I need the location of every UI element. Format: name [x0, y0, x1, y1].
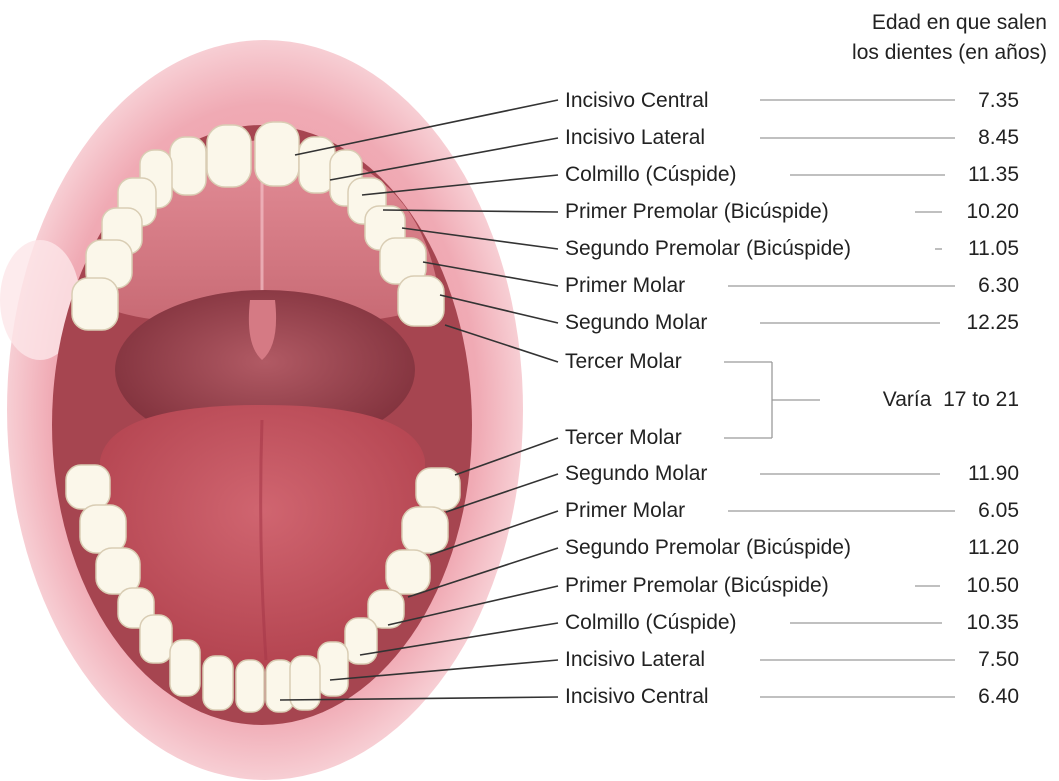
tooth-label: Segundo Molar: [565, 311, 707, 335]
eruption-age: 6.40: [978, 685, 1019, 709]
header-line-2: los dientes (en años): [852, 38, 1047, 68]
eruption-age: 6.05: [978, 499, 1019, 523]
upper-tooth: [72, 278, 118, 330]
eruption-age: 11.05: [968, 237, 1019, 261]
tooth-label: Tercer Molar: [565, 426, 682, 450]
lower-tooth: [318, 642, 348, 696]
eruption-age: 11.35: [968, 163, 1019, 187]
header-line-1: Edad en que salen: [852, 8, 1047, 38]
tooth-label: Incisivo Lateral: [565, 126, 705, 150]
upper-tooth: [255, 122, 299, 186]
lower-tooth: [386, 550, 430, 594]
lower-tooth: [236, 660, 264, 712]
tooth-label: Segundo Molar: [565, 462, 707, 486]
eruption-age: 10.35: [966, 611, 1019, 635]
lower-tooth: [290, 656, 320, 710]
lower-tooth: [80, 505, 126, 553]
eruption-age: 11.20: [968, 536, 1019, 560]
third-molar-age-range: Varía 17 to 21: [883, 388, 1019, 412]
eruption-age: 8.45: [978, 126, 1019, 150]
tooth-label: Primer Premolar (Bicúspide): [565, 200, 829, 224]
tooth-label: Primer Molar: [565, 499, 685, 523]
lower-tooth: [203, 656, 233, 710]
lower-tooth: [140, 615, 172, 663]
lower-tooth: [416, 468, 460, 510]
tooth-label: Incisivo Central: [565, 89, 709, 113]
tooth-label: Incisivo Central: [565, 685, 709, 709]
lower-tooth: [345, 618, 377, 664]
eruption-age: 7.50: [978, 648, 1019, 672]
tooth-label: Colmillo (Cúspide): [565, 163, 737, 187]
eruption-age: 12.25: [966, 311, 1019, 335]
tooth-label: Primer Premolar (Bicúspide): [565, 574, 829, 598]
lower-tooth: [402, 507, 448, 553]
upper-tooth: [170, 137, 206, 195]
tooth-label: Primer Molar: [565, 274, 685, 298]
lower-tooth: [66, 465, 110, 509]
lower-tooth: [170, 640, 200, 696]
tooth-label: Segundo Premolar (Bicúspide): [565, 237, 851, 261]
eruption-age: 10.20: [966, 200, 1019, 224]
tooth-label: Segundo Premolar (Bicúspide): [565, 536, 851, 560]
upper-tooth: [398, 276, 444, 326]
tooth-label: Colmillo (Cúspide): [565, 611, 737, 635]
upper-tooth: [207, 125, 251, 187]
lower-tooth: [96, 548, 140, 594]
eruption-age: 6.30: [978, 274, 1019, 298]
tooth-label: Incisivo Lateral: [565, 648, 705, 672]
eruption-age: 10.50: [966, 574, 1019, 598]
tooth-label: Tercer Molar: [565, 350, 682, 374]
eruption-age: 11.90: [968, 462, 1019, 486]
eruption-age: 7.35: [978, 89, 1019, 113]
age-column-header: Edad en que salen los dientes (en años): [852, 8, 1047, 68]
